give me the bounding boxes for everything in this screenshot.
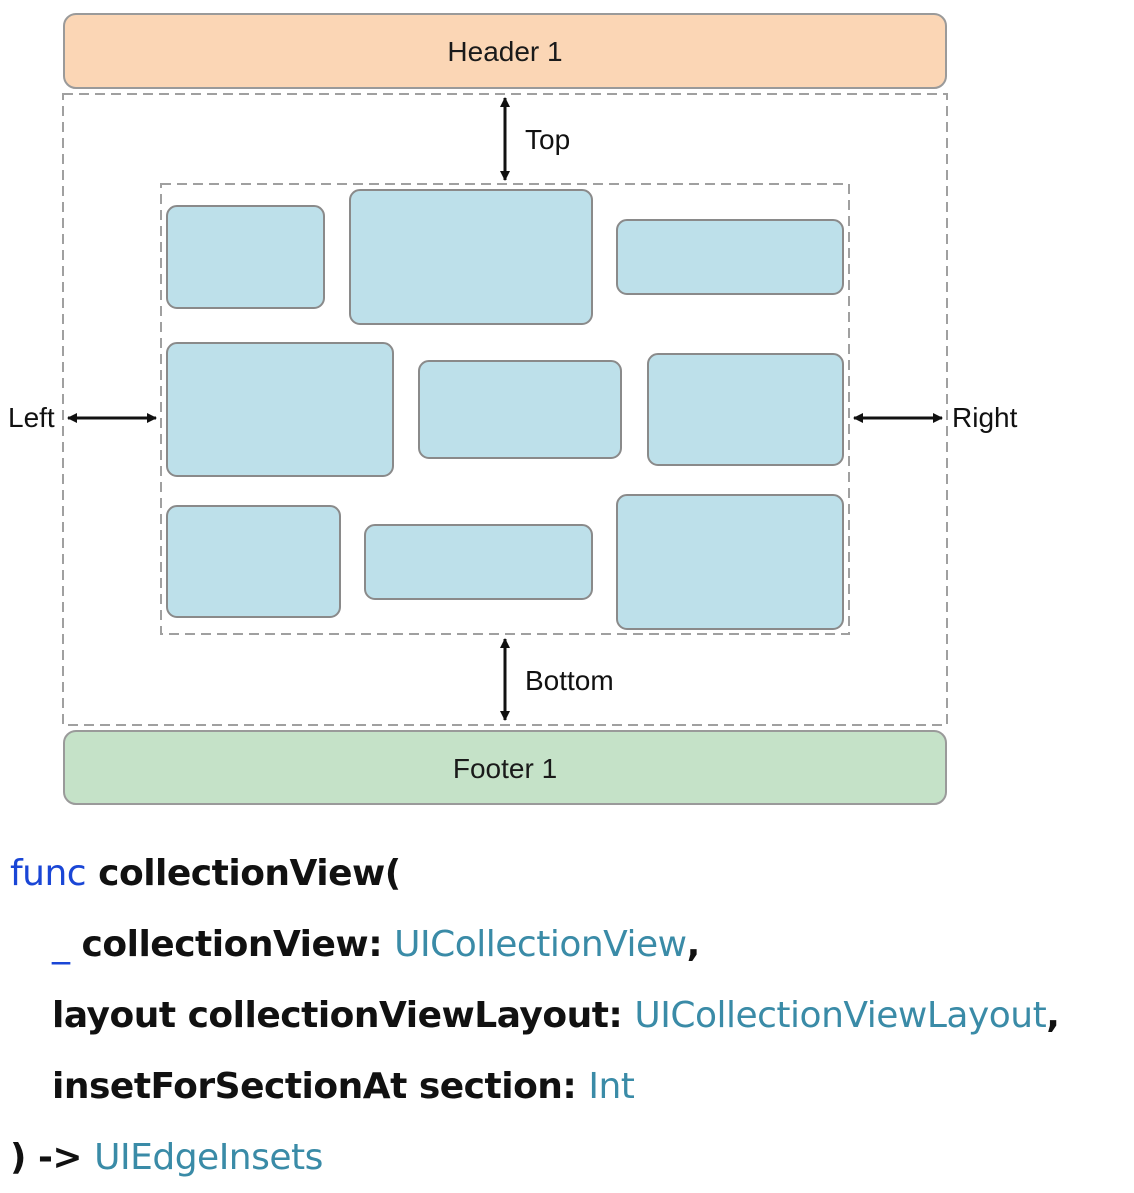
cell: [616, 494, 844, 630]
footer-label: Footer 1: [453, 753, 557, 784]
type-uiedgeinsets: UIEdgeInsets: [94, 1137, 323, 1178]
return-arrow: ) ->: [10, 1137, 95, 1178]
footer-band: Footer 1: [63, 730, 947, 805]
header-label: Header 1: [447, 36, 562, 67]
right-inset-label: Right: [952, 402, 1018, 433]
underscore-keyword: _: [52, 924, 70, 965]
code-line-5: ) -> UIEdgeInsets: [10, 1122, 1130, 1193]
method-name: collectionView(: [86, 853, 401, 894]
cell: [166, 205, 325, 309]
cell: [647, 353, 844, 466]
param-layout: layout collectionViewLayout:: [52, 995, 635, 1036]
code-line-1: func collectionView(: [10, 838, 1130, 909]
left-inset-label: Left: [8, 402, 55, 433]
param-collection-view: collectionView:: [69, 924, 395, 965]
bottom-inset-label: Bottom: [525, 665, 614, 696]
cell: [616, 219, 844, 295]
code-line-2: _ collectionView: UICollectionView,: [10, 909, 1130, 980]
cell: [166, 505, 341, 618]
cell: [166, 342, 394, 477]
code-line-4: insetForSectionAt section: Int: [10, 1051, 1130, 1122]
section-inset-diagram: Header 1 Top Bottom Left Right Footer 1: [8, 13, 1018, 805]
comma: ,: [1046, 995, 1060, 1036]
section-frame: [62, 93, 948, 726]
inset-content-frame: [160, 183, 850, 635]
comma: ,: [686, 924, 701, 965]
type-int: Int: [588, 1066, 635, 1107]
code-line-3: layout collectionViewLayout: UICollectio…: [10, 980, 1130, 1051]
cell: [364, 524, 593, 600]
param-section: insetForSectionAt section:: [52, 1066, 589, 1107]
top-inset-label: Top: [525, 124, 570, 155]
func-keyword: func: [10, 853, 87, 894]
cell: [418, 360, 622, 459]
type-uicollectionview: UICollectionView: [394, 924, 687, 965]
cell: [349, 189, 593, 325]
header-band: Header 1: [63, 13, 947, 89]
type-uicollectionviewlayout: UICollectionViewLayout: [634, 995, 1047, 1036]
method-signature: func collectionView( _ collectionView: U…: [10, 838, 1130, 1193]
cell-grid: [166, 189, 844, 630]
